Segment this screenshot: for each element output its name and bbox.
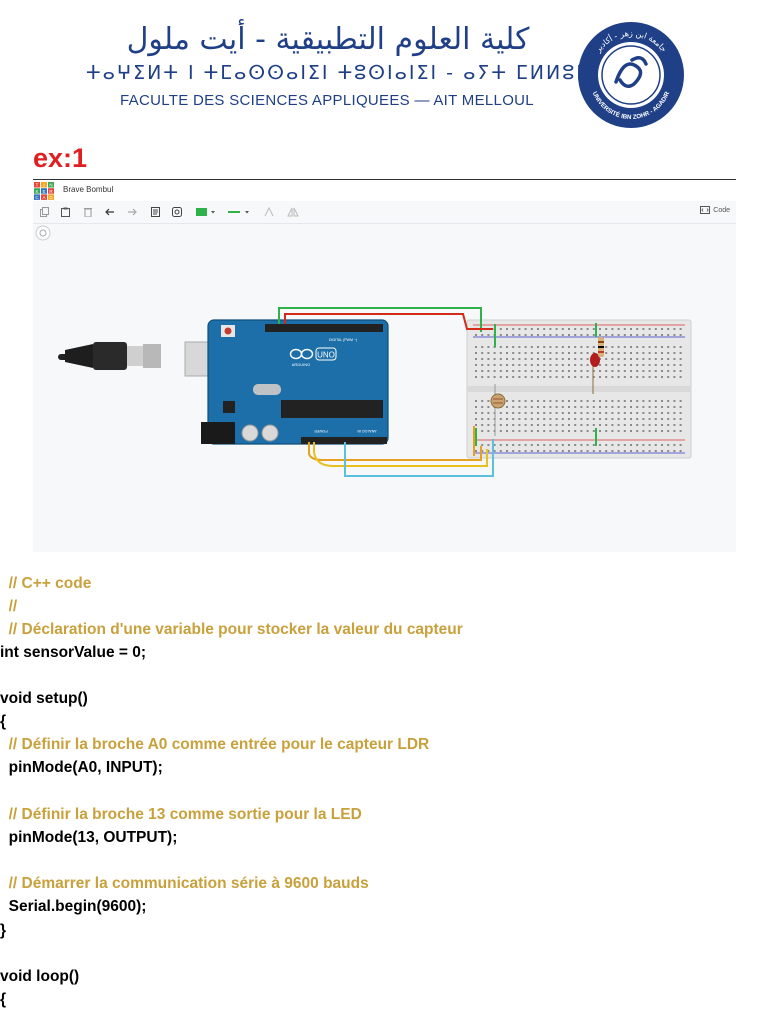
wire-yellow[interactable] xyxy=(313,442,488,467)
code-comment-line: // Définir la broche A0 comme entrée pou… xyxy=(0,736,430,753)
code-comment-line: // Déclaration d'une variable pour stock… xyxy=(0,621,463,638)
code-line: pinMode(13, OUTPUT); xyxy=(0,829,178,846)
university-logo: جامعة ابن زهر - أكادير UNIVERSITÉ IBN ZO… xyxy=(578,22,684,128)
title-divider xyxy=(33,179,736,180)
resistor-component[interactable] xyxy=(598,337,604,357)
code-line: void setup() xyxy=(0,690,88,707)
copy-icon[interactable] xyxy=(39,206,49,218)
zoom-fit-icon[interactable] xyxy=(35,225,51,241)
view-icon[interactable] xyxy=(172,206,182,218)
code-line: void loop() xyxy=(0,968,80,985)
delete-icon[interactable] xyxy=(83,206,93,218)
faculty-name-tifinagh: ⵜⴰⵖⵉⵍⵜ ⵏ ⵜⵎⴰⵙⵙⴰⵏⵉⵏ ⵜⵓⵙⵏⴰⵏⵉⵏ - ⴰⵢⵜ ⵎⵍⵍⵓⵍ xyxy=(86,62,593,84)
tinkercad-logo-letter: I xyxy=(43,183,44,188)
code-icon xyxy=(700,206,711,214)
tinkercad-logo-letter: E xyxy=(42,189,45,194)
tinkercad-logo-letter: T xyxy=(36,183,39,188)
code-button-label: Code xyxy=(713,206,730,214)
wire-green[interactable] xyxy=(278,307,482,332)
circuit-canvas[interactable]: UNO ARDUINO DIGITAL (PWM ~) ANALOG IN PO… xyxy=(33,224,736,552)
tinkercad-logo-letter: C xyxy=(35,195,39,200)
board-brand: UNO xyxy=(317,351,335,360)
wire-blue[interactable] xyxy=(344,439,494,477)
code-line: pinMode(A0, INPUT); xyxy=(0,759,163,776)
undo-icon[interactable] xyxy=(105,206,115,218)
code-comment-line: // xyxy=(0,598,18,615)
exercise-title: ex:1 xyxy=(33,143,88,173)
board-sub-label: ARDUINO xyxy=(292,362,310,367)
code-comment-line: // C++ code xyxy=(0,575,92,592)
code-comment-line: // Définir la broche 13 comme sortie pou… xyxy=(0,806,362,823)
tinkercad-logo-letter: D xyxy=(49,195,53,200)
power-header-label: POWER xyxy=(314,429,328,433)
project-name[interactable]: Brave Bombul xyxy=(63,185,114,194)
wire-red[interactable] xyxy=(284,313,493,330)
arduino-logo xyxy=(289,348,314,360)
analog-header-label: ANALOG IN xyxy=(357,429,377,433)
paste-icon[interactable] xyxy=(60,206,70,218)
code-comment-line: // Démarrer la communication série à 960… xyxy=(0,875,369,892)
tinkercad-window: T I N K E R C A D Brave Bombul xyxy=(33,181,736,552)
tinkercad-toolbar: Code xyxy=(33,201,736,224)
ldr-sensor[interactable] xyxy=(490,384,506,436)
tinkercad-logo-letter: R xyxy=(49,189,53,194)
led-component[interactable] xyxy=(590,353,600,394)
tinkercad-logo-letter: A xyxy=(42,195,45,200)
usb-cable[interactable] xyxy=(58,341,214,377)
tinkercad-logo[interactable]: T I N K E R C A D xyxy=(34,182,54,200)
tinkercad-topbar: T I N K E R C A D Brave Bombul xyxy=(33,181,736,201)
breadboard[interactable] xyxy=(466,319,692,459)
wire-yellow[interactable] xyxy=(308,442,482,461)
code-line: } xyxy=(0,922,7,939)
arduino-uno-board[interactable]: UNO ARDUINO DIGITAL (PWM ~) ANALOG IN PO… xyxy=(201,319,389,445)
code-line: Serial.begin(9600); xyxy=(0,898,147,915)
digital-header-label: DIGITAL (PWM ~) xyxy=(329,338,357,342)
tinkercad-logo-letter: N xyxy=(49,183,52,188)
code-button[interactable]: Code xyxy=(700,206,730,214)
faculty-name-arabic: كلية العلوم التطبيقية - أيت ملول xyxy=(126,22,530,57)
tinkercad-logo-letter: K xyxy=(35,189,38,194)
redo-icon[interactable] xyxy=(127,206,137,218)
code-listing: // C++ code // // Déclaration d'une vari… xyxy=(0,574,768,1024)
code-line: { xyxy=(0,991,7,1008)
rotate-icon[interactable] xyxy=(264,206,274,218)
code-line: { xyxy=(0,713,7,730)
flip-icon[interactable] xyxy=(287,206,299,218)
faculty-name-french: FACULTE DES SCIENCES APPLIQUEES — AIT ME… xyxy=(120,92,534,109)
code-line: int sensorValue = 0; xyxy=(0,644,147,661)
line-style-icon[interactable] xyxy=(228,206,252,218)
notes-icon[interactable] xyxy=(150,206,160,218)
color-swatch-icon[interactable] xyxy=(196,206,218,218)
